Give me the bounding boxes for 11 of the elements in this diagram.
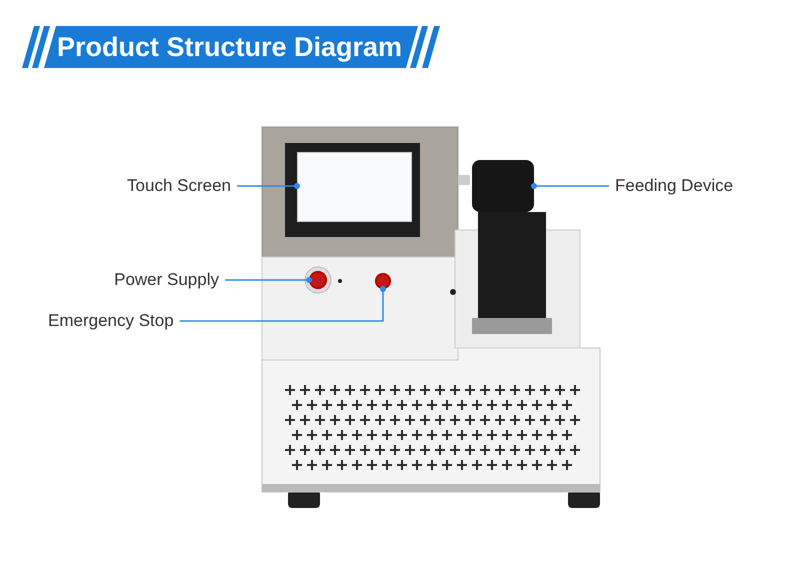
feed-roller <box>472 160 534 212</box>
callout-label: Power Supply <box>114 270 219 290</box>
leader-line <box>180 286 386 322</box>
title-banner: Product Structure Diagram <box>22 26 442 68</box>
leader-line <box>531 183 609 189</box>
leader-line <box>237 183 300 189</box>
callout-label: Touch Screen <box>127 176 231 196</box>
callout-label: Emergency Stop <box>48 311 174 331</box>
touch-screen-display <box>297 152 412 222</box>
leader-line <box>225 277 312 283</box>
callout-label: Feeding Device <box>615 176 734 196</box>
